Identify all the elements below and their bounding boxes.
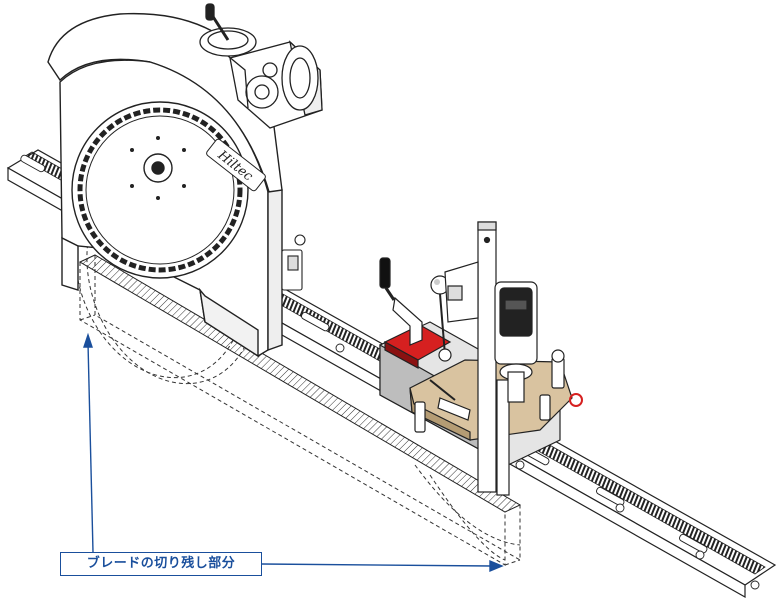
lever-handle (379, 257, 423, 346)
side-bracket (281, 234, 306, 291)
saw-head: Hiltec (47, 12, 283, 358)
column (477, 221, 497, 493)
brand-logo-plate (206, 138, 266, 192)
callout-arrows (83, 332, 504, 573)
callout-label: ブレードの切り残し部分 (60, 552, 262, 576)
gear-motor (199, 3, 323, 129)
carriage (379, 221, 583, 496)
